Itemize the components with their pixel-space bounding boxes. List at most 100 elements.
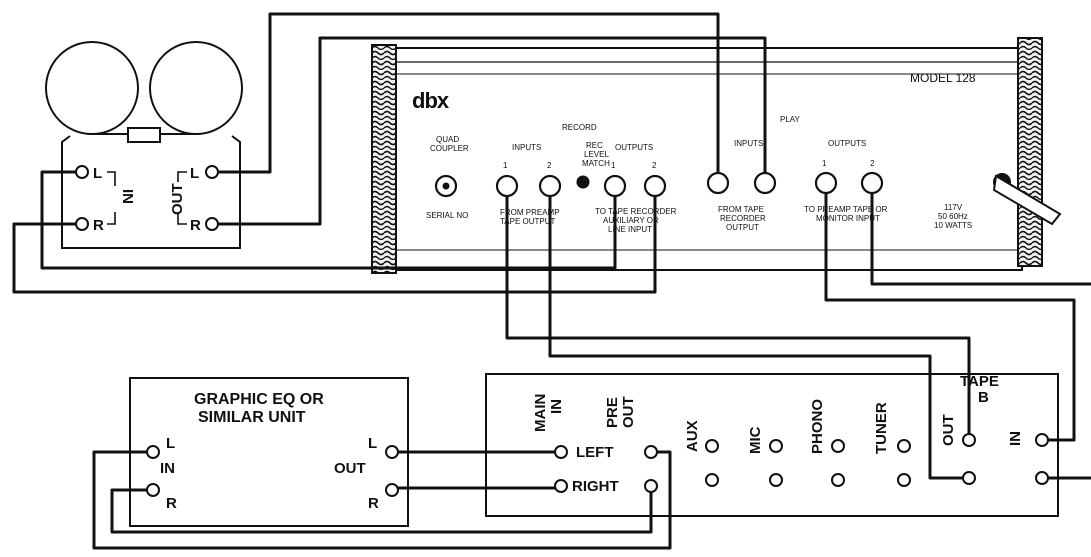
dbx-rec-inputs-label: INPUTS xyxy=(512,143,541,152)
receiver-mic-right-jack[interactable] xyxy=(769,473,783,487)
dbx-left-endcap xyxy=(371,44,397,274)
dbx-quad-coupler-1: QUAD xyxy=(436,135,459,144)
tape-out-r-label: R xyxy=(190,217,201,234)
receiver-phono-label: PHONO xyxy=(809,399,826,454)
dbx-rec-input1-num: 1 xyxy=(503,161,508,170)
receiver-pre-out-left-jack[interactable] xyxy=(644,445,658,459)
receiver-phono-left-jack[interactable] xyxy=(831,439,845,453)
cable-rec-in-2-from-tape-out xyxy=(548,196,963,480)
dbx-play-outputs-label: OUTPUTS xyxy=(828,139,866,148)
tape-in-label: IN xyxy=(119,189,136,204)
dbx-play-output1-num: 1 xyxy=(822,159,827,168)
dbx-play-inputs-label: INPUTS xyxy=(734,139,763,148)
dbx-play-output1-jack[interactable] xyxy=(814,171,838,195)
receiver-mic-label: MIC xyxy=(747,426,764,454)
dbx-to-tape-2: AUXILIARY OR xyxy=(603,216,659,225)
receiver-aux-right-jack[interactable] xyxy=(705,473,719,487)
tape-out-l-label: L xyxy=(190,165,199,182)
cable-rec-in-1-from-tape-out xyxy=(505,196,971,434)
receiver-tuner-left-jack[interactable] xyxy=(897,439,911,453)
receiver-aux-left-jack[interactable] xyxy=(705,439,719,453)
eq-in-r-label: R xyxy=(166,495,177,512)
eq-in-l-label: L xyxy=(166,435,175,452)
receiver-tape-in-label: IN xyxy=(1007,431,1024,446)
receiver-tape-out-left-jack[interactable] xyxy=(962,433,976,447)
dbx-brand-logo: dbx xyxy=(412,88,450,113)
eq-title-2: SIMILAR UNIT xyxy=(198,409,306,426)
dbx-rec-output2-jack[interactable] xyxy=(643,174,667,198)
tape-out-l-jack[interactable] xyxy=(205,165,219,179)
cable-pre-out-left-to-eq-in-l xyxy=(92,450,672,550)
dbx-from-tape-3: OUTPUT xyxy=(726,223,759,232)
dbx-right-endcap xyxy=(1017,37,1043,267)
dbx-from-tape-1: FROM TAPE xyxy=(718,205,764,214)
receiver-tuner-label: TUNER xyxy=(873,402,890,454)
tape-in-l-label: L xyxy=(93,165,102,182)
receiver-pre-out-2: OUT xyxy=(620,396,637,428)
receiver-left-label: LEFT xyxy=(576,444,614,461)
receiver-pre-out-right-jack[interactable] xyxy=(644,479,658,493)
tape-reel-left xyxy=(45,41,139,135)
dbx-rec-input2-num: 2 xyxy=(547,161,552,170)
cables xyxy=(12,12,1091,550)
dbx-rec-input1-jack[interactable] xyxy=(495,174,519,198)
dbx-rec-output1-num: 1 xyxy=(611,161,616,170)
eq-in-r-jack[interactable] xyxy=(146,483,160,497)
dbx-rec-output2-num: 2 xyxy=(652,161,657,170)
cable-rec-out-1-to-tape-in-l xyxy=(40,170,617,270)
tape-deck-body xyxy=(61,135,241,249)
dbx-serial-no: SERIAL NO xyxy=(426,211,468,220)
cable-tape-out-l-to-play-in-1 xyxy=(218,12,720,174)
receiver-aux-label: AUX xyxy=(684,420,701,452)
cable-play-out-2-to-tape-in xyxy=(870,193,1091,286)
dbx-play-input2-jack[interactable] xyxy=(753,171,777,195)
receiver-unit: MAIN IN PRE OUT LEFT RIGHT AUX MIC PHONO… xyxy=(485,373,1059,517)
eq-chassis xyxy=(129,377,409,527)
eq-out-r-jack[interactable] xyxy=(385,483,399,497)
tape-in-l-jack[interactable] xyxy=(75,165,89,179)
dbx-from-tape-2: RECORDER xyxy=(720,214,766,223)
eq-in-l-jack[interactable] xyxy=(146,445,160,459)
cable-rec-out-2-to-tape-in-r xyxy=(12,196,657,294)
tape-out-r-jack[interactable] xyxy=(205,217,219,231)
receiver-tuner-right-jack[interactable] xyxy=(897,473,911,487)
dbx-play-output2-jack[interactable] xyxy=(860,171,884,195)
dbx-power-1: 117V xyxy=(944,203,963,212)
eq-out-l-jack[interactable] xyxy=(385,445,399,459)
tape-in-r-label: R xyxy=(93,217,104,234)
power-cord xyxy=(992,173,1062,226)
receiver-main-in-left-jack[interactable] xyxy=(554,445,568,459)
receiver-right-label: RIGHT xyxy=(572,478,619,495)
eq-title-1: GRAPHIC EQ OR xyxy=(194,391,324,408)
dbx-rec-level-3: MATCH xyxy=(582,159,610,168)
tape-reel-right xyxy=(149,41,243,135)
receiver-main-in-right-jack[interactable] xyxy=(554,479,568,493)
tape-head xyxy=(127,127,161,143)
dbx-rec-level-knob[interactable] xyxy=(576,175,590,189)
receiver-tape-b-label: B xyxy=(978,389,989,406)
receiver-tape-in-left-jack[interactable] xyxy=(1035,433,1049,447)
dbx-chassis xyxy=(391,47,1023,271)
dbx-rec-level-1: REC xyxy=(586,141,603,150)
receiver-mic-left-jack[interactable] xyxy=(769,439,783,453)
receiver-tape-out-right-jack[interactable] xyxy=(962,471,976,485)
dbx-model-label: MODEL 128 xyxy=(910,71,976,85)
dbx-play-output2-num: 2 xyxy=(870,159,875,168)
dbx-rec-output1-jack[interactable] xyxy=(603,174,627,198)
eq-out-label: OUT xyxy=(334,460,366,477)
dbx-quad-coupler-2: COUPLER xyxy=(430,144,469,153)
receiver-phono-right-jack[interactable] xyxy=(831,473,845,487)
dbx-from-preamp-1: FROM PREAMP xyxy=(500,208,560,217)
receiver-main-in-1: MAIN xyxy=(532,394,549,432)
dbx-power-3: 10 WATTS xyxy=(934,221,972,230)
receiver-tape-in-right-jack[interactable] xyxy=(1035,471,1049,485)
receiver-main-in-2: IN xyxy=(548,399,565,414)
eq-out-l-label: L xyxy=(368,435,377,452)
receiver-tape-out-label: OUT xyxy=(940,414,957,446)
cable-tape-out-r-to-play-in-2 xyxy=(218,36,767,226)
tape-in-r-jack[interactable] xyxy=(75,217,89,231)
dbx-play-input1-jack[interactable] xyxy=(706,171,730,195)
dbx-rec-input2-jack[interactable] xyxy=(538,174,562,198)
dbx-play-label: PLAY xyxy=(780,115,801,124)
